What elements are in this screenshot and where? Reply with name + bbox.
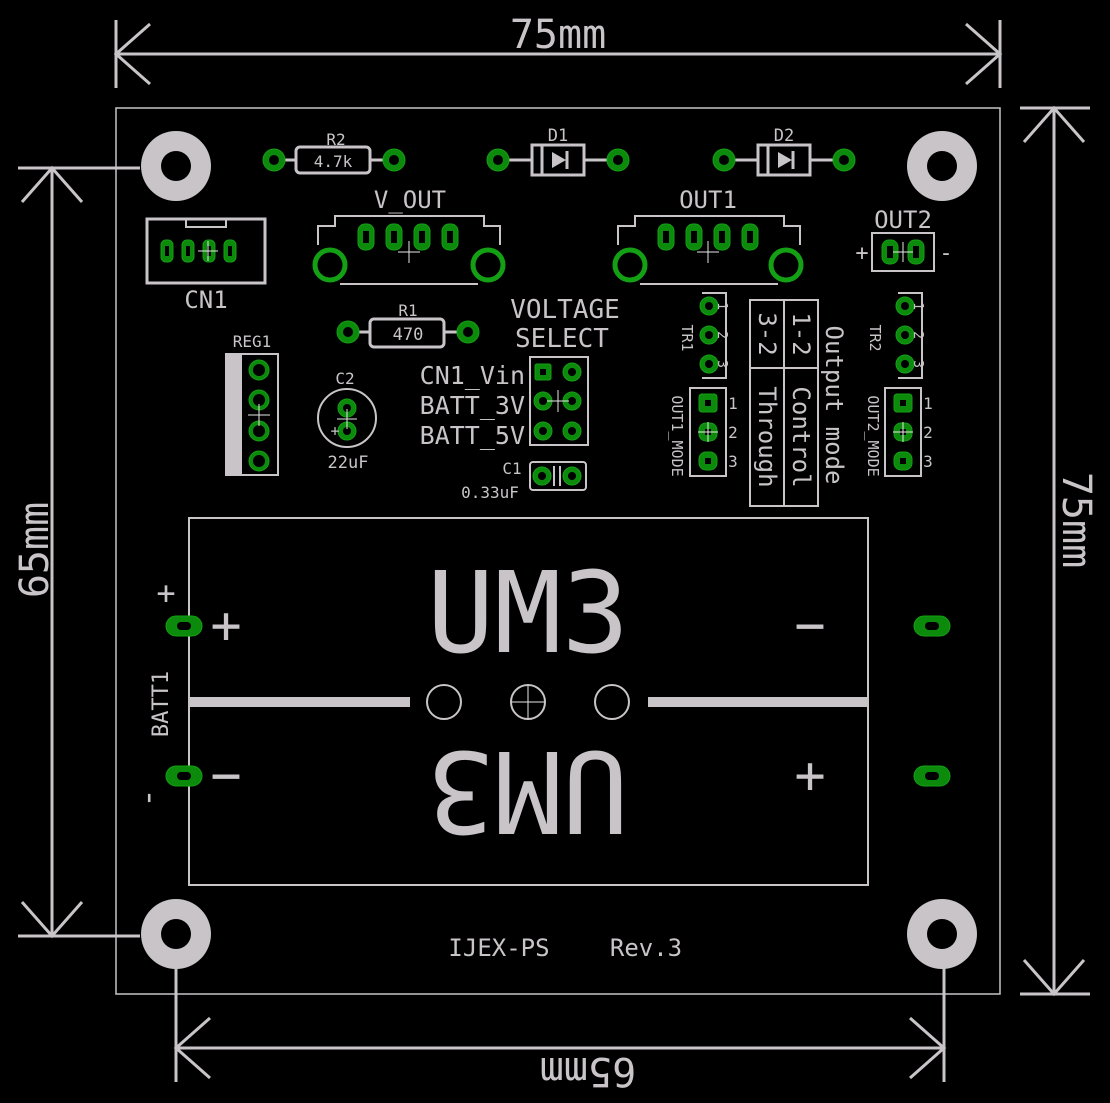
transistor-tr2: TR2 1 2 3 bbox=[866, 292, 925, 379]
diode-d2: D2 bbox=[712, 126, 856, 177]
voltage-select-title-2: SELECT bbox=[515, 324, 609, 354]
output-mode-row2-mode: Through bbox=[753, 386, 781, 487]
board-label: IJEX-PS Rev.3 bbox=[448, 934, 682, 962]
dimension-left: 65mm bbox=[12, 165, 140, 939]
dimension-top-label: 75mm bbox=[510, 12, 606, 58]
batt1-inner-left-minus: − bbox=[210, 746, 241, 806]
connector-cn1: CN1 bbox=[145, 217, 267, 314]
connector-v-out: V_OUT bbox=[312, 186, 506, 285]
resistor-r2: R2 4.7k bbox=[262, 130, 406, 175]
tr1-pin-2: 2 bbox=[714, 331, 729, 339]
c2-value: 22uF bbox=[328, 453, 369, 473]
tr1-pin-3: 3 bbox=[714, 360, 729, 368]
batt1-inner-right-plus: + bbox=[794, 746, 825, 806]
battery-holder-batt1: UM3 UM3 + − − + + - BATT1 bbox=[128, 517, 951, 886]
board-revision: Rev.3 bbox=[610, 934, 682, 962]
tr2-name: TR2 bbox=[866, 324, 884, 351]
mounting-hole-top-right bbox=[907, 131, 977, 201]
dimension-right-label: 75mm bbox=[1053, 472, 1099, 568]
c2-name: C2 bbox=[335, 369, 354, 388]
jumper-out2-mode: OUT2_MODE 1 2 3 bbox=[864, 387, 933, 477]
out2-mode-pin-3: 3 bbox=[923, 452, 933, 471]
dimension-right: 75mm bbox=[1020, 105, 1099, 997]
connector-out2: OUT2 + - bbox=[855, 206, 953, 272]
mounting-hole-top-left bbox=[141, 131, 211, 201]
connector-out1: OUT1 bbox=[612, 186, 804, 285]
dimension-left-label: 65mm bbox=[12, 502, 58, 598]
dimension-bottom-label: 65mm bbox=[540, 1048, 636, 1094]
batt1-label-bottom: UM3 bbox=[427, 725, 629, 855]
out2-mode-name: OUT2_MODE bbox=[864, 395, 882, 476]
output-mode-row1-mode: Control bbox=[787, 386, 815, 487]
c1-name: C1 bbox=[502, 459, 521, 478]
batt1-name: BATT1 bbox=[149, 671, 174, 737]
d2-name: D2 bbox=[774, 126, 794, 146]
voltage-select-jumper: VOLTAGE SELECT CN1_Vin BATT_3V BATT_5V bbox=[420, 295, 620, 450]
out1-mode-pin-3: 3 bbox=[728, 452, 738, 471]
output-mode-table: 1-2 Control 3-2 Through Output mode bbox=[749, 299, 848, 507]
regulator-reg1: REG1 bbox=[225, 332, 279, 476]
c2-plus: + bbox=[330, 422, 339, 440]
board-name: IJEX-PS bbox=[448, 934, 549, 962]
dimension-top: 75mm bbox=[113, 12, 1003, 88]
voltage-option-batt-5v: BATT_5V bbox=[420, 421, 525, 450]
out2-mode-pin-1: 1 bbox=[923, 394, 933, 413]
tr2-pin-3: 3 bbox=[910, 360, 925, 368]
tr2-pin-1: 1 bbox=[910, 302, 925, 310]
batt1-inner-left-plus: + bbox=[210, 596, 241, 656]
transistor-tr1: TR1 1 2 3 bbox=[678, 292, 729, 379]
output-mode-title: Output mode bbox=[820, 326, 848, 485]
r1-name: R1 bbox=[398, 301, 417, 320]
out1-name: OUT1 bbox=[679, 186, 737, 214]
mounting-hole-bottom-right bbox=[907, 899, 977, 969]
voltage-option-cn1-vin: CN1_Vin bbox=[420, 361, 525, 390]
output-mode-row1-pins: 1-2 bbox=[787, 312, 815, 355]
reg1-name: REG1 bbox=[233, 332, 272, 351]
diode-d1: D1 bbox=[486, 126, 630, 177]
batt1-left-plus: + bbox=[156, 574, 175, 612]
out2-name: OUT2 bbox=[874, 206, 932, 234]
output-mode-row2-pins: 3-2 bbox=[753, 312, 781, 355]
r2-name: R2 bbox=[326, 130, 345, 149]
tr1-name: TR1 bbox=[678, 324, 696, 351]
out1-mode-name: OUT1_MODE bbox=[668, 395, 686, 476]
dimension-bottom: 65mm bbox=[173, 960, 947, 1094]
tr2-pin-2: 2 bbox=[910, 331, 925, 339]
batt1-inner-right-minus: − bbox=[794, 596, 825, 656]
r1-value: 470 bbox=[393, 325, 424, 345]
voltage-option-batt-3v: BATT_3V bbox=[420, 391, 525, 420]
tr1-pin-1: 1 bbox=[714, 302, 729, 310]
jumper-out1-mode: OUT1_MODE 1 2 3 bbox=[668, 387, 738, 477]
out1-mode-pin-1: 1 bbox=[728, 394, 738, 413]
voltage-select-title-1: VOLTAGE bbox=[510, 295, 620, 325]
batt1-label-top: UM3 bbox=[427, 549, 629, 679]
d1-name: D1 bbox=[548, 126, 568, 146]
v-out-name: V_OUT bbox=[374, 186, 446, 214]
board-outline bbox=[115, 107, 1001, 995]
out2-minus: - bbox=[939, 241, 952, 266]
batt1-left-minus: - bbox=[128, 788, 166, 807]
resistor-r1: R1 470 bbox=[336, 301, 480, 349]
cn1-name: CN1 bbox=[184, 286, 227, 314]
out2-plus: + bbox=[855, 241, 868, 266]
c1-value: 0.33uF bbox=[461, 483, 519, 502]
out2-mode-pin-2: 2 bbox=[923, 423, 933, 442]
r2-value: 4.7k bbox=[314, 152, 353, 171]
capacitor-c1: C1 0.33uF bbox=[461, 459, 587, 502]
mounting-hole-bottom-left bbox=[141, 899, 211, 969]
capacitor-c2: + C2 22uF bbox=[317, 369, 377, 473]
out1-mode-pin-2: 2 bbox=[728, 423, 738, 442]
